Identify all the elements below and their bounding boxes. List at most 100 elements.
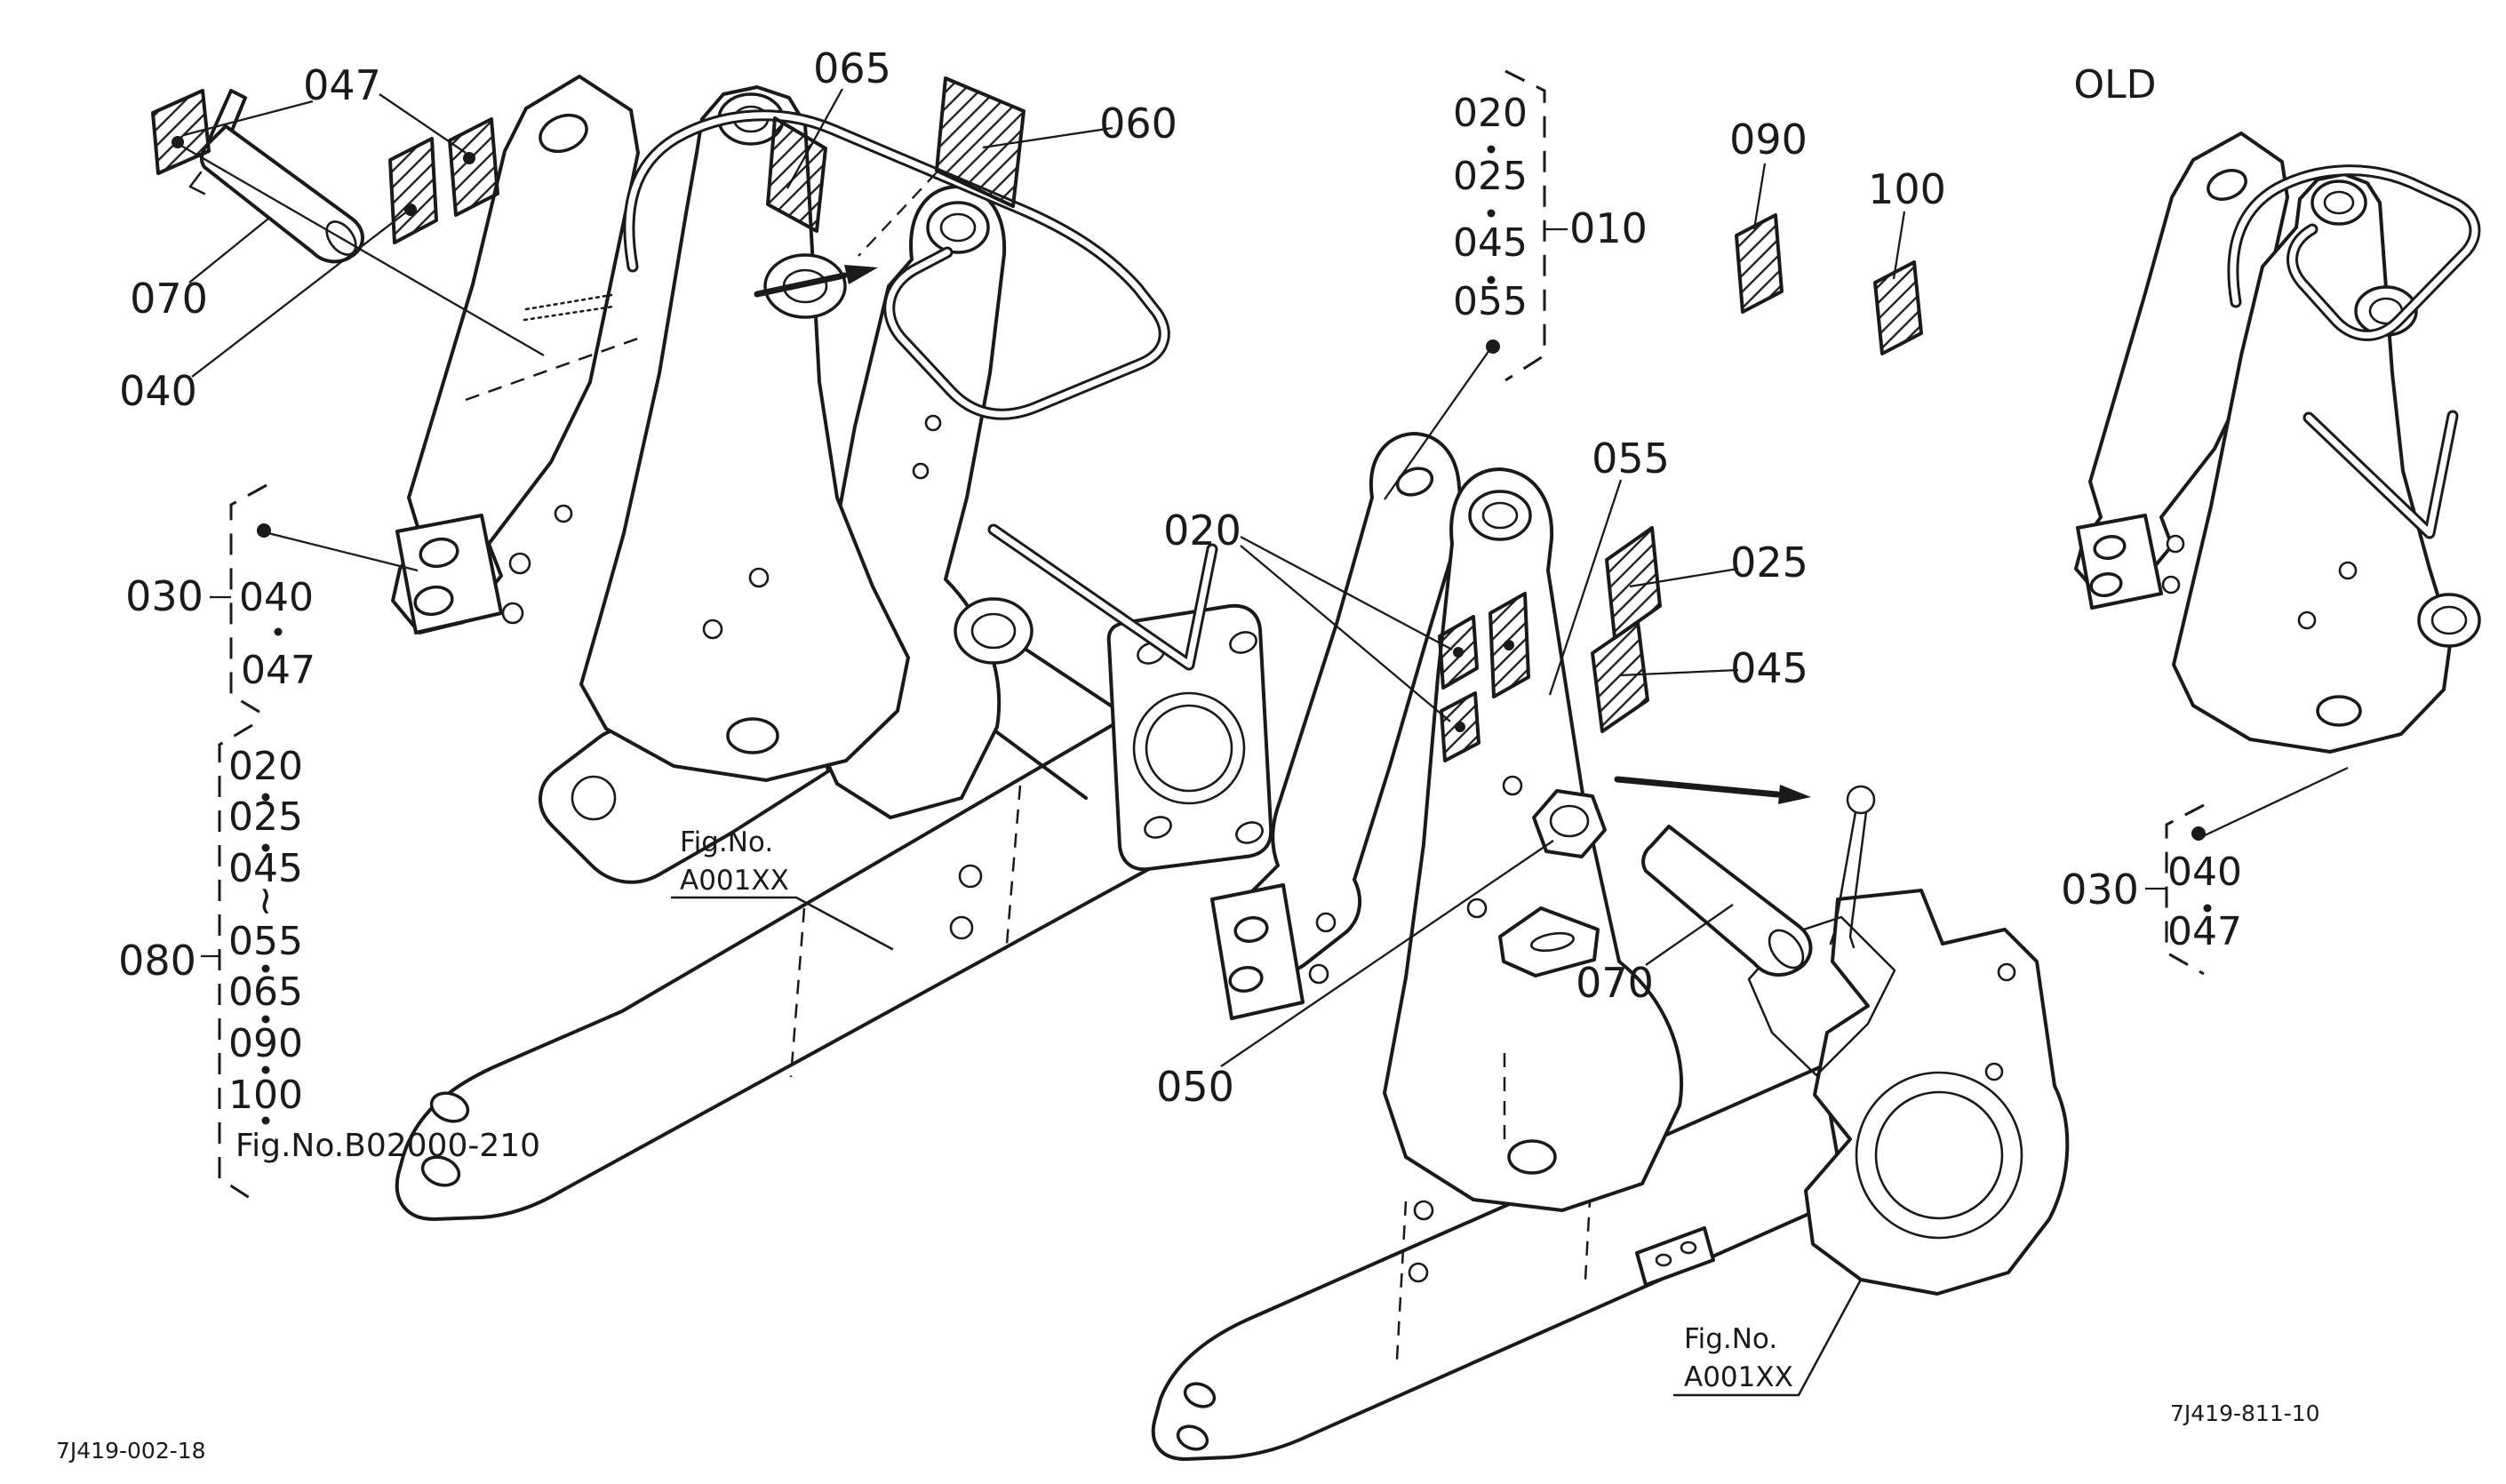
- mount-ring-inner: [1874, 1090, 2004, 1220]
- shim-patch-090: [1735, 213, 1784, 314]
- rear-plate-hole: [539, 113, 588, 154]
- list-separator-dot: [261, 793, 270, 802]
- figno-right-line2: A001XX: [1684, 1361, 1793, 1393]
- lower-boss-hole: [2093, 534, 2127, 561]
- leader-047-right: [379, 93, 467, 154]
- leader-070-left: [188, 218, 269, 283]
- arm-plate-left: [395, 718, 1157, 1221]
- head-boss-hole: [2323, 190, 2355, 215]
- plate-hole: [501, 602, 524, 625]
- leader-patch-to-plate: [180, 145, 545, 356]
- knurl-mark: [524, 293, 613, 311]
- callout-055-mid: 055: [1592, 435, 1670, 483]
- bracket-group-080: [218, 723, 253, 1201]
- latch-wire-inner: [626, 112, 1168, 418]
- arm-left-body: [395, 718, 1157, 1221]
- front-mount-hole: [912, 462, 930, 480]
- cotter-pin-leg: [1829, 810, 1857, 945]
- callout-047: 047: [303, 61, 381, 109]
- arm-right-end-hole: [1183, 1382, 1217, 1408]
- figno-left-line1: Fig.No.: [680, 826, 773, 858]
- cotter-pin-loop: [1846, 785, 1876, 815]
- plate-hole: [1315, 912, 1337, 933]
- leader-050: [1220, 840, 1554, 1067]
- leader-090: [1752, 163, 1767, 230]
- leader-030-right: [2202, 766, 2349, 838]
- face-dot: [1504, 640, 1514, 650]
- group080-fig-ref: Fig.No.B02000-210: [235, 1128, 540, 1164]
- arm-left-end-hole: [429, 1091, 470, 1123]
- nut-hole: [1549, 804, 1590, 838]
- group-brackets: [201, 69, 2205, 1201]
- foot-hole: [726, 717, 779, 754]
- assembly-left-bracket: [391, 75, 1218, 782]
- page-code-bottom-left: 7J419-002-18: [56, 1438, 206, 1464]
- leader-055: [1548, 479, 1623, 696]
- bracket-group-010: [1504, 69, 1546, 382]
- hidden-axis: [465, 334, 646, 402]
- flange-bolt-hole: [1229, 631, 1257, 654]
- flange-bolt-hole: [1235, 821, 1264, 844]
- leader-dot-030-right: [2191, 826, 2206, 841]
- pin-middle-end: [1768, 929, 1805, 969]
- callout-010: 010: [1569, 204, 1648, 252]
- leader-020-a: [1240, 535, 1453, 651]
- shim-dot: [404, 203, 417, 216]
- plate-hole: [1308, 963, 1329, 985]
- arm-right-hole: [1408, 1262, 1429, 1283]
- rear-plate: [1239, 432, 1464, 973]
- lower-boss-hole: [419, 537, 459, 569]
- plate-hole: [508, 552, 531, 575]
- figno-right-line1: Fig.No.: [1684, 1323, 1777, 1355]
- shim-patch: [448, 117, 499, 217]
- group030-left-label: 030: [125, 572, 204, 620]
- group010-item: 055: [1453, 279, 1528, 324]
- lower-boss-hole: [1228, 965, 1264, 993]
- arm-right-hole: [1413, 1200, 1434, 1221]
- plate-hole: [2297, 610, 2317, 630]
- lower-boss-hole: [2089, 571, 2123, 598]
- direction-arrow-left: [754, 272, 848, 298]
- front-mount-boss-hole: [939, 212, 977, 243]
- group010-item: 020: [1453, 91, 1528, 136]
- bracket-group-030-left: [229, 483, 267, 718]
- callout-040-left: 040: [119, 367, 197, 415]
- leader-lines: [180, 88, 2349, 1397]
- callout-090: 090: [1729, 116, 1808, 164]
- foot-hole: [1507, 1139, 1557, 1175]
- callout-060: 060: [1099, 100, 1177, 148]
- right-boss-hole: [970, 612, 1017, 650]
- right-boss-hole: [2430, 605, 2468, 635]
- labels: 047 070 040 065 060 020 025 045 055 010 …: [56, 44, 2320, 1464]
- callout-100: 100: [1868, 165, 1946, 213]
- group080-item: 025: [228, 794, 303, 840]
- latch-wire-end-inner: [990, 526, 1216, 668]
- latch-wire-old-end-inner: [2305, 412, 2456, 537]
- assembly-middle-bracket: [1210, 432, 1684, 1212]
- arm-right-section-line: [1395, 1201, 1408, 1360]
- leader-045: [1618, 668, 1739, 677]
- group030-right-item: 040: [2167, 850, 2242, 895]
- page-code-bottom-right: 7J419-811-10: [2170, 1400, 2320, 1426]
- face-dot: [1455, 722, 1465, 732]
- wedge-slot: [1530, 931, 1575, 953]
- leader-047-left: [183, 100, 314, 137]
- group080-item: 055: [228, 919, 303, 964]
- knurl-mark: [523, 305, 615, 322]
- list-separator-dot: [261, 1015, 270, 1024]
- shim-dot: [172, 136, 184, 148]
- group080-item: 100: [228, 1073, 303, 1118]
- list-separator-dot: [2203, 904, 2212, 913]
- callout-065: 065: [813, 44, 891, 92]
- shim-patch-045: [1591, 620, 1649, 733]
- plate-hole: [2166, 534, 2185, 554]
- direction-arrow-mid: [1614, 776, 1781, 798]
- leader-100: [1892, 211, 1906, 280]
- old-label: OLD: [2073, 62, 2156, 108]
- face-dot: [1453, 647, 1464, 658]
- foot-hole-old: [2316, 695, 2362, 727]
- arm-right-body: [1151, 1065, 1847, 1461]
- leader-dot-030-left: [257, 523, 271, 538]
- mount-hole: [1997, 962, 2016, 982]
- latch-lever-notch: [571, 775, 617, 821]
